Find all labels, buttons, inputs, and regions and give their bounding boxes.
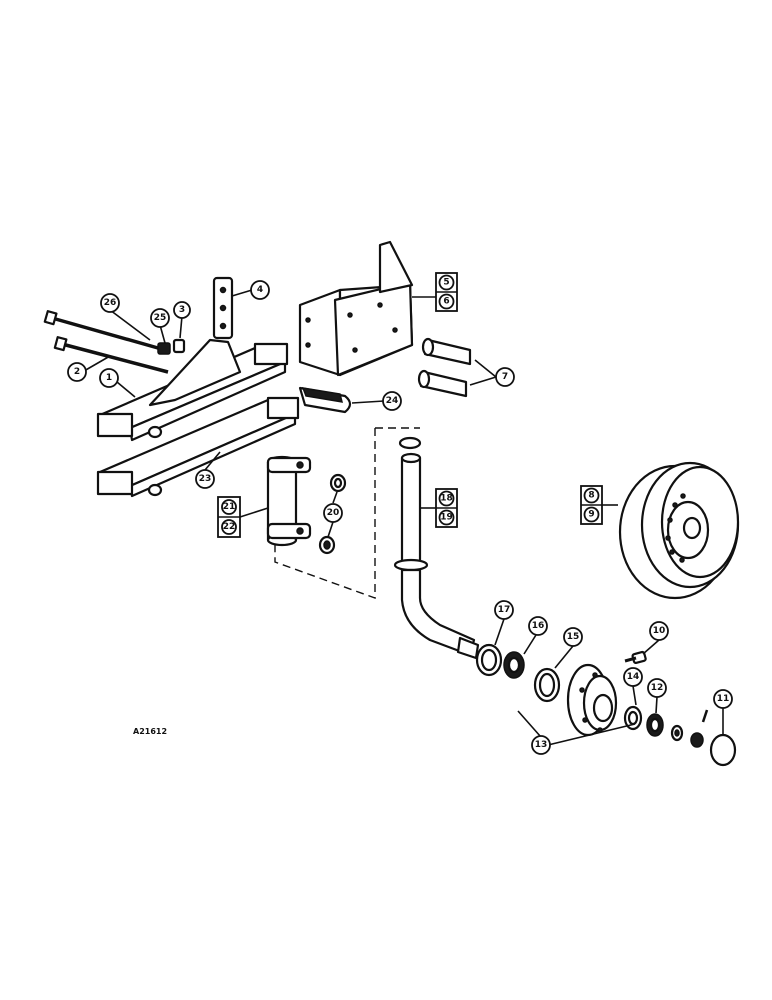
long-bolt-26 [43, 310, 166, 352]
callout-13: 13 [531, 735, 551, 755]
svg-text:18: 18 [440, 494, 453, 504]
bearing-cup-14 [623, 705, 643, 731]
callout-box-21-22: 21 22 [217, 496, 241, 538]
bearing-cone-12 [646, 713, 664, 737]
svg-text:7: 7 [502, 372, 508, 382]
callout-23: 23 [195, 469, 215, 489]
bearing-cup-17 [475, 643, 503, 677]
svg-text:25: 25 [154, 313, 167, 323]
svg-text:19: 19 [440, 513, 453, 523]
svg-text:24: 24 [386, 396, 399, 406]
lower-arm-23 [96, 396, 300, 498]
svg-text:20: 20 [327, 508, 340, 518]
svg-text:17: 17 [498, 605, 511, 615]
callout-12: 12 [647, 678, 667, 698]
hub-13 [566, 663, 618, 737]
pins-7 [417, 337, 472, 398]
svg-text:6: 6 [443, 297, 449, 307]
svg-text:9: 9 [588, 510, 594, 520]
washers-20 [318, 473, 347, 555]
washer [670, 724, 684, 742]
nut-25 [157, 342, 171, 355]
callout-20: 20 [323, 503, 343, 523]
callout-11: 11 [713, 689, 733, 709]
svg-text:3: 3 [179, 305, 185, 315]
bearing-cup-15 [533, 667, 561, 703]
spacer-3 [172, 338, 186, 354]
svg-text:21: 21 [223, 502, 236, 512]
svg-text:11: 11 [717, 694, 730, 704]
callout-17: 17 [494, 600, 514, 620]
callout-box-5-6: 5 6 [435, 272, 458, 312]
castle-nut [690, 732, 704, 748]
callout-1: 1 [99, 368, 119, 388]
drawing-code: A21612 [133, 727, 167, 736]
svg-text:22: 22 [223, 522, 236, 532]
svg-text:15: 15 [567, 632, 580, 642]
callout-24: 24 [382, 391, 402, 411]
hub-cap-11 [709, 733, 737, 767]
pivot-tube [266, 455, 312, 547]
svg-text:8: 8 [588, 491, 594, 501]
svg-text:10: 10 [653, 626, 666, 636]
callout-16: 16 [528, 616, 548, 636]
svg-text:16: 16 [532, 621, 545, 631]
svg-text:1: 1 [106, 373, 112, 383]
callout-box-8-9: 8 9 [580, 485, 603, 525]
cotter-pin [701, 709, 709, 723]
callout-10: 10 [649, 621, 669, 641]
callout-15: 15 [563, 627, 583, 647]
upper-arm-1 [96, 338, 289, 442]
callout-14: 14 [623, 667, 643, 687]
bearing-cone-16 [503, 651, 525, 679]
long-bolt-2 [53, 336, 169, 374]
svg-text:5: 5 [443, 278, 449, 288]
callout-3: 3 [173, 301, 191, 319]
callout-25: 25 [150, 308, 170, 328]
callout-box-18-19: 18 19 [435, 488, 458, 528]
clip-24 [298, 386, 352, 414]
svg-text:23: 23 [199, 474, 212, 484]
wheel-bolt-10 [624, 650, 647, 665]
callout-2: 2 [67, 362, 87, 382]
mounting-bracket [298, 240, 414, 377]
svg-text:26: 26 [104, 298, 117, 308]
wheel-rim [618, 461, 740, 600]
svg-text:12: 12 [651, 683, 664, 693]
svg-text:2: 2 [74, 367, 80, 377]
link-plate-4 [212, 276, 234, 340]
spindle [393, 436, 480, 660]
callout-4: 4 [250, 280, 270, 300]
leader-lines [83, 289, 724, 746]
svg-text:13: 13 [535, 740, 548, 750]
svg-text:4: 4 [257, 285, 263, 295]
assembly-line-spindle [274, 428, 376, 599]
svg-text:14: 14 [627, 672, 640, 682]
callout-26: 26 [100, 293, 120, 313]
callout-7: 7 [495, 367, 515, 387]
